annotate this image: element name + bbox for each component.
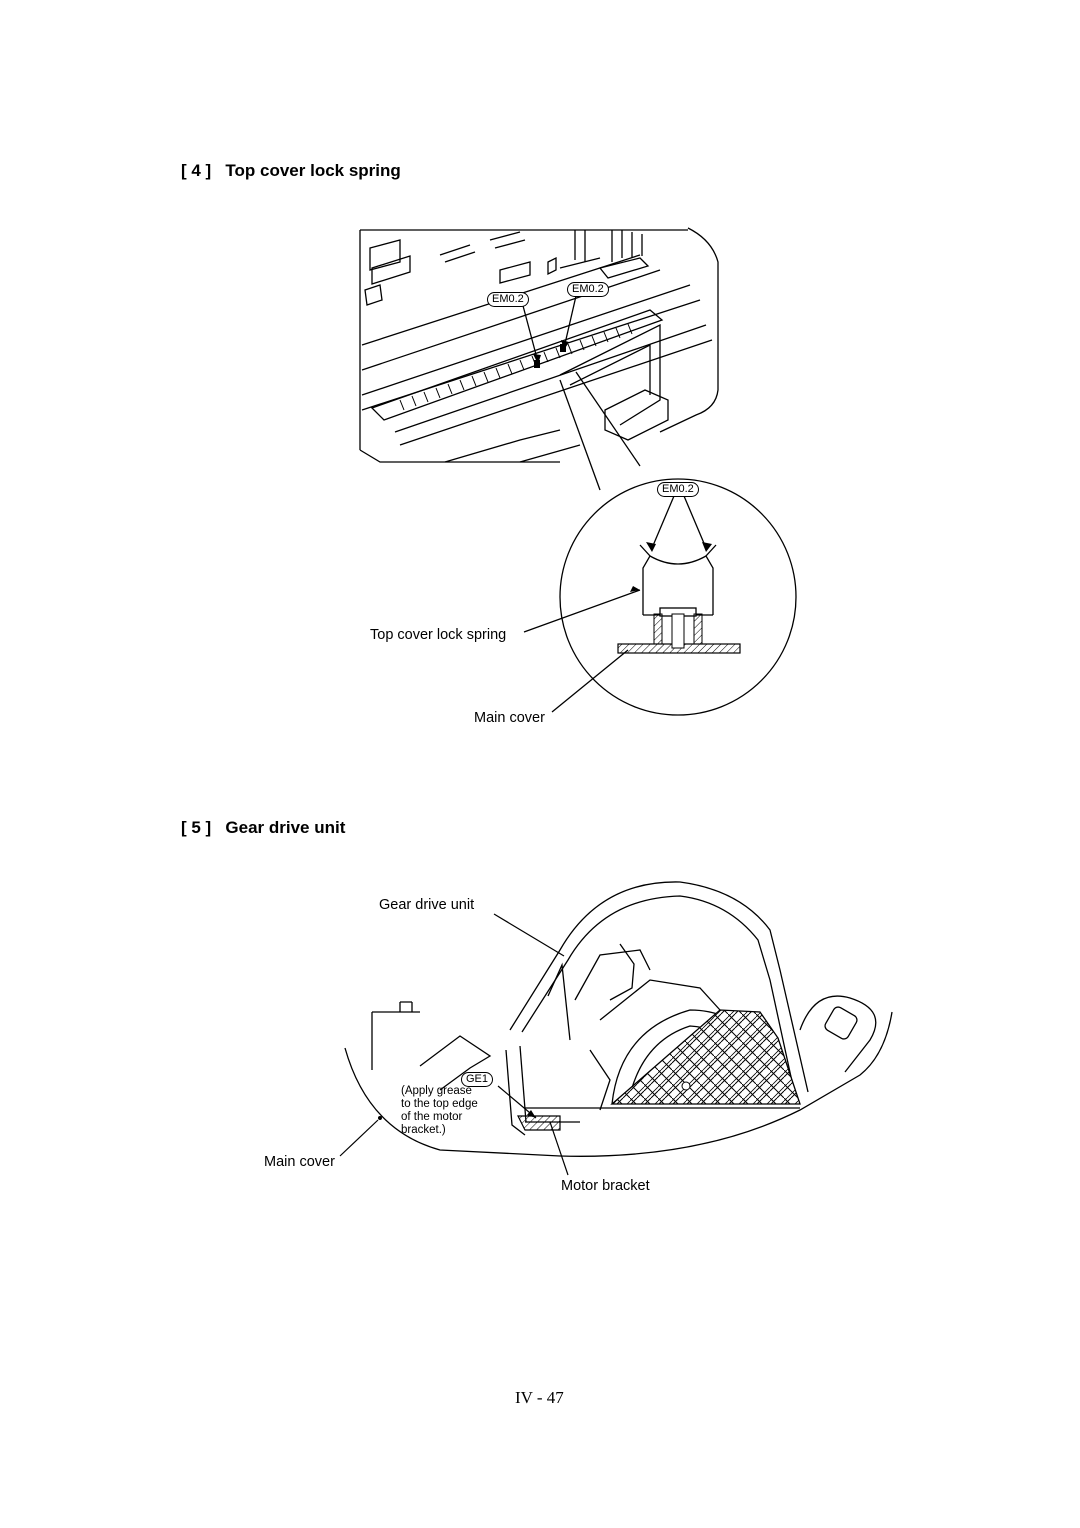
grease-tag-em-3: EM0.2 [657,482,699,497]
label-motor-bracket: Motor bracket [561,1178,650,1194]
label-gear-drive-unit: Gear drive unit [379,897,475,913]
grease-tag-em-1: EM0.2 [487,292,529,307]
grease-note: (Apply grease to the top edge of the mot… [401,1085,478,1136]
label-main-cover-fig2: Main cover [264,1154,335,1170]
label-top-cover-lock-spring: Top cover lock spring [370,627,507,643]
top-cover-lock-spring-figure [359,227,797,716]
gear-drive-unit-figure [339,881,893,1176]
section-4-heading: [ 4 ] Top cover lock spring [181,161,401,180]
section-5-heading: [ 5 ] Gear drive unit [181,818,346,837]
grease-tag-ge1: GE1 [461,1072,494,1087]
label-main-cover-fig1: Main cover [474,710,545,726]
grease-tag-em-2: EM0.2 [567,282,609,297]
page-number: IV - 47 [515,1388,564,1407]
